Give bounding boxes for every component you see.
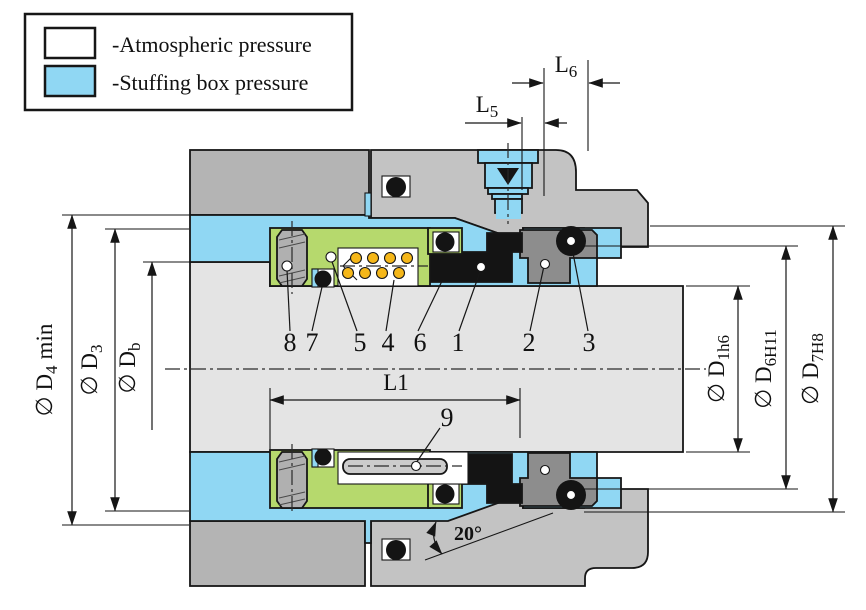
cross-section: 20°	[165, 143, 706, 587]
legend: -Atmospheric pressure -Stuffing box pres…	[23, 12, 354, 112]
svg-text:∅ D3: ∅ D3	[77, 345, 106, 396]
part-label-1: 1	[452, 328, 465, 357]
part-label-8: 8	[284, 328, 297, 357]
seal-ring-top	[417, 232, 523, 283]
part-label-2: 2	[523, 328, 536, 357]
svg-text:∅ D6H11: ∅ D6H11	[751, 329, 780, 409]
set-screw-bottom	[276, 444, 308, 515]
o-ring-gasket-top	[386, 177, 406, 197]
dim-l5: L5	[465, 92, 567, 128]
svg-text:∅ D4min: ∅ D4min	[32, 323, 61, 416]
o-ring-6-bottom	[432, 483, 460, 505]
gland-gasket-bottom	[381, 538, 411, 561]
o-ring-7-bottom	[311, 448, 335, 468]
housing-bottom	[189, 520, 366, 587]
dim-d6h11: ∅ D6H11	[751, 245, 791, 490]
legend-label-atmospheric: -Atmospheric pressure	[112, 32, 312, 57]
o-ring-7-top	[311, 268, 335, 288]
flush-port-fitting	[477, 143, 539, 224]
dim-db: ∅ Db	[115, 261, 157, 430]
housing-top	[189, 149, 370, 216]
svg-text:L5: L5	[476, 92, 499, 121]
svg-text:L1: L1	[383, 370, 409, 395]
legend-swatch-stuffing-box	[43, 64, 97, 98]
dimensions: ∅ D4min ∅ D3 ∅ Db ∅ D1h6	[32, 52, 845, 526]
svg-text:∅ Db: ∅ Db	[115, 343, 144, 394]
dim-d4-min: ∅ D4min	[32, 214, 77, 526]
dim-d3: ∅ D3	[77, 228, 120, 512]
legend-label-stuffing-box: -Stuffing box pressure	[112, 70, 308, 95]
svg-text:∅ D1h6: ∅ D1h6	[704, 335, 733, 403]
angle-label: 20°	[454, 523, 482, 545]
taper-angle-annotation: 20°	[424, 512, 554, 561]
legend-swatch-atmospheric	[43, 26, 97, 60]
o-ring-gasket-bottom	[386, 540, 406, 560]
dim-l6: L6	[512, 52, 620, 88]
shaft	[189, 261, 684, 453]
part-label-5: 5	[354, 328, 367, 357]
set-screw-top	[276, 221, 308, 294]
part-label-6: 6	[414, 328, 427, 357]
dim-d1h6: ∅ D1h6	[704, 285, 743, 453]
dim-d7h8: ∅ D7H8	[798, 225, 838, 513]
part-label-7: 7	[306, 328, 319, 357]
o-ring-6-top	[432, 231, 460, 253]
drive-pin-bottom	[337, 451, 469, 485]
housing-gland-joint-top	[364, 192, 372, 217]
svg-text:L6: L6	[555, 52, 578, 81]
part-label-3: 3	[583, 328, 596, 357]
gland-gasket-top	[381, 175, 411, 198]
spring-top	[337, 247, 428, 287]
seal-ring-bottom	[461, 453, 523, 504]
dim-l1: L1	[269, 370, 521, 450]
part-label-9: 9	[441, 403, 454, 432]
part-callouts: 8 7 5 4 6 1 2 3 9	[281, 235, 596, 501]
svg-text:∅ D7H8: ∅ D7H8	[798, 333, 827, 405]
part-label-4: 4	[382, 328, 395, 357]
